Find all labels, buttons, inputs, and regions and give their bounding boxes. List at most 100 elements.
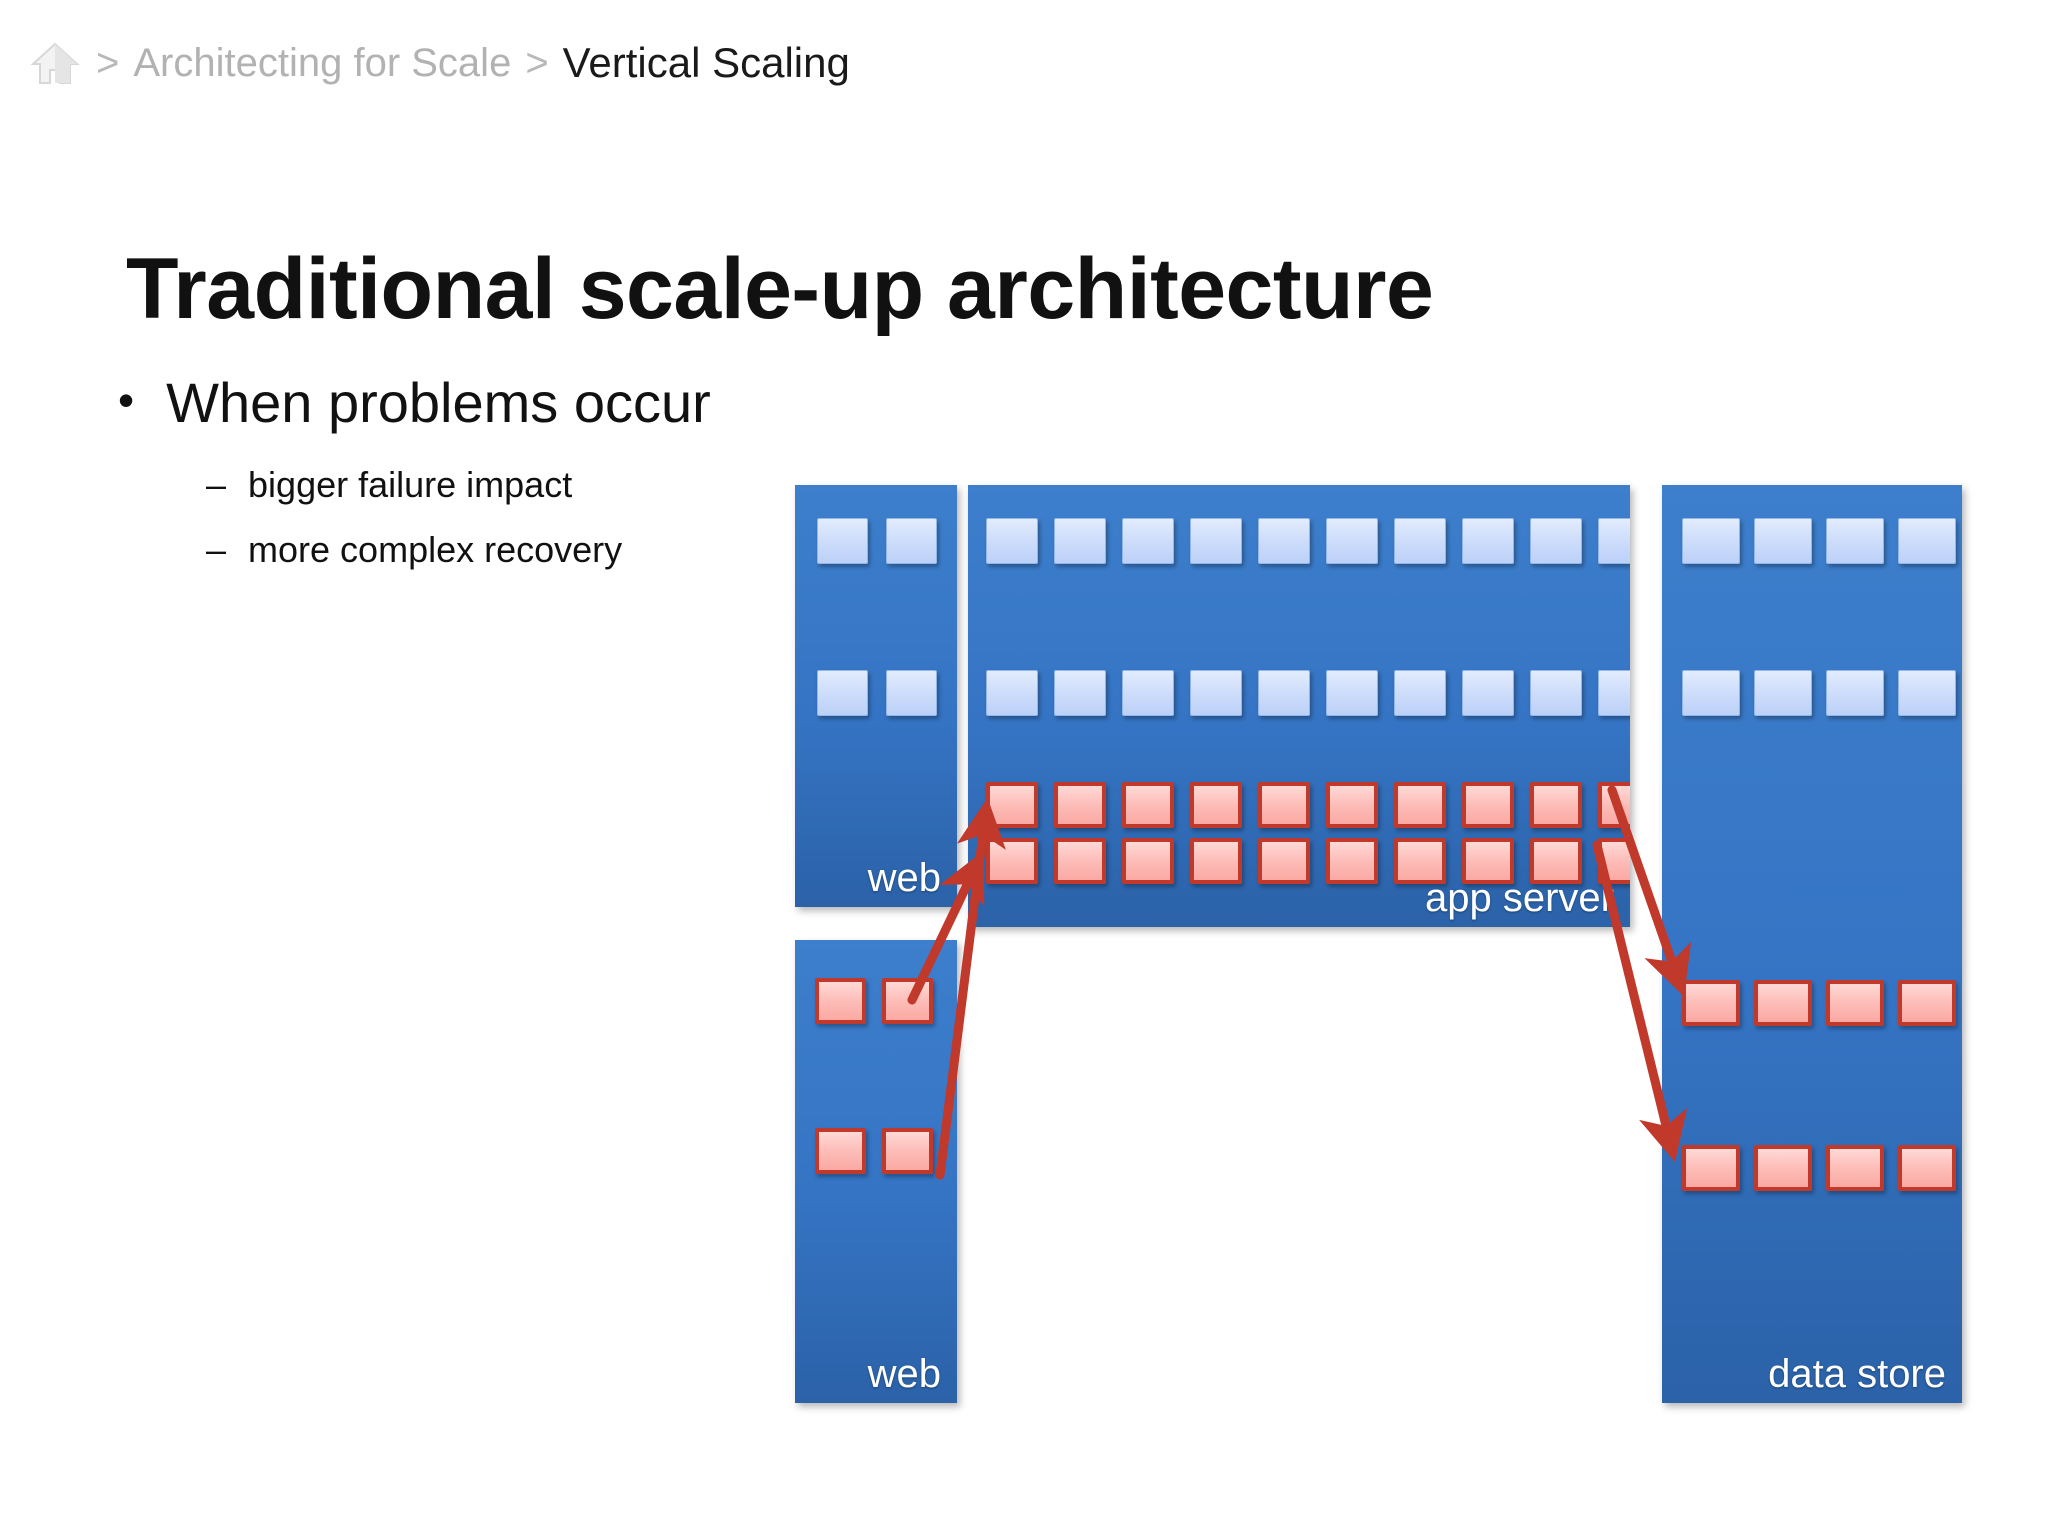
node-cell-ok (886, 670, 937, 716)
home-icon[interactable] (28, 36, 82, 90)
panel-web-bottom[interactable]: web (795, 940, 957, 1403)
node-cell-failed (1754, 980, 1812, 1026)
breadcrumb-parent[interactable]: Architecting for Scale (133, 41, 512, 85)
node-cell-ok (1598, 670, 1630, 716)
breadcrumb-current: Vertical Scaling (562, 39, 850, 86)
node-cell-failed (1530, 782, 1582, 828)
panel-row (1682, 670, 1956, 716)
node-cell-failed (815, 1128, 866, 1174)
node-cell-failed (1682, 980, 1740, 1026)
node-cell-failed (1190, 838, 1242, 884)
panel-data-store[interactable]: data store (1662, 485, 1962, 1403)
node-cell-ok (1826, 518, 1884, 564)
node-cell-ok (1054, 670, 1106, 716)
panel-label-data-store: data store (1768, 1352, 1946, 1396)
breadcrumb-separator-1: > (96, 41, 120, 85)
node-cell-ok (1826, 670, 1884, 716)
node-cell-failed (1394, 782, 1446, 828)
node-cell-failed (1826, 1145, 1884, 1191)
node-cell-ok (817, 670, 868, 716)
node-cell-failed (1258, 838, 1310, 884)
bullet-level1-text: When problems occur (166, 371, 711, 434)
node-cell-failed (1258, 782, 1310, 828)
node-cell-failed (1682, 1145, 1740, 1191)
node-cell-failed (1826, 980, 1884, 1026)
node-cell-ok (1326, 670, 1378, 716)
bullet-marker: • (118, 374, 135, 426)
panel-row (817, 518, 937, 564)
panel-web-top[interactable]: web (795, 485, 957, 907)
panel-row (1682, 518, 1956, 564)
bullet-level1: • When problems occur (118, 372, 878, 434)
node-cell-ok (1754, 670, 1812, 716)
node-cell-ok (886, 518, 937, 564)
node-cell-ok (1258, 518, 1310, 564)
node-cell-ok (1394, 518, 1446, 564)
panel-label-web-bottom: web (867, 1352, 941, 1396)
node-cell-failed (1530, 838, 1582, 884)
node-cell-ok (1898, 670, 1956, 716)
panel-row (817, 670, 937, 716)
panel-label-app-server: app server (1425, 876, 1614, 920)
node-cell-failed (1898, 1145, 1956, 1191)
node-cell-failed (1598, 782, 1630, 828)
page-title: Traditional scale-up architecture (126, 240, 1434, 337)
node-cell-ok (1530, 670, 1582, 716)
node-cell-failed (1122, 838, 1174, 884)
node-cell-ok (986, 518, 1038, 564)
node-cell-failed (1754, 1145, 1812, 1191)
node-cell-ok (1598, 518, 1630, 564)
bullet-level2-text: more complex recovery (248, 528, 623, 570)
bullet-level2-item: – bigger failure impact (206, 464, 878, 505)
node-cell-failed (882, 1128, 933, 1174)
panel-row (815, 1128, 933, 1174)
node-cell-failed (1326, 838, 1378, 884)
node-cell-failed (1326, 782, 1378, 828)
bullet-level2-item: – more complex recovery (206, 529, 878, 570)
node-cell-ok (1258, 670, 1310, 716)
breadcrumb-separator-2: > (525, 41, 549, 85)
node-cell-failed (1054, 782, 1106, 828)
node-cell-ok (1054, 518, 1106, 564)
node-cell-ok (1754, 518, 1812, 564)
node-cell-ok (817, 518, 868, 564)
node-cell-failed (1054, 838, 1106, 884)
panel-label-web-top: web (867, 856, 941, 900)
node-cell-ok (1122, 518, 1174, 564)
node-cell-ok (1190, 518, 1242, 564)
node-cell-ok (986, 670, 1038, 716)
panel-row (815, 978, 933, 1024)
panel-app-server[interactable]: app server (968, 485, 1630, 927)
bullet-dash: – (206, 528, 227, 570)
node-cell-ok (1530, 518, 1582, 564)
node-cell-ok (1190, 670, 1242, 716)
panel-row (986, 518, 1630, 564)
bullet-dash: – (206, 463, 227, 505)
bullet-list: • When problems occur – bigger failure i… (118, 372, 878, 570)
node-cell-ok (1122, 670, 1174, 716)
node-cell-failed (1462, 782, 1514, 828)
node-cell-failed (1122, 782, 1174, 828)
node-cell-ok (1462, 670, 1514, 716)
node-cell-ok (1682, 518, 1740, 564)
node-cell-ok (1326, 518, 1378, 564)
node-cell-failed (986, 782, 1038, 828)
panel-row (986, 670, 1630, 716)
node-cell-failed (815, 978, 866, 1024)
node-cell-failed (882, 978, 933, 1024)
node-cell-ok (1462, 518, 1514, 564)
breadcrumb: > Architecting for Scale > Vertical Scal… (28, 32, 850, 94)
node-cell-ok (1394, 670, 1446, 716)
panel-row (1682, 980, 1956, 1026)
node-cell-failed (986, 838, 1038, 884)
bullet-level2-text: bigger failure impact (248, 463, 573, 505)
node-cell-ok (1682, 670, 1740, 716)
panel-row (986, 782, 1630, 828)
node-cell-failed (1462, 838, 1514, 884)
panel-row (1682, 1145, 1956, 1191)
node-cell-failed (1394, 838, 1446, 884)
node-cell-failed (1898, 980, 1956, 1026)
node-cell-failed (1190, 782, 1242, 828)
